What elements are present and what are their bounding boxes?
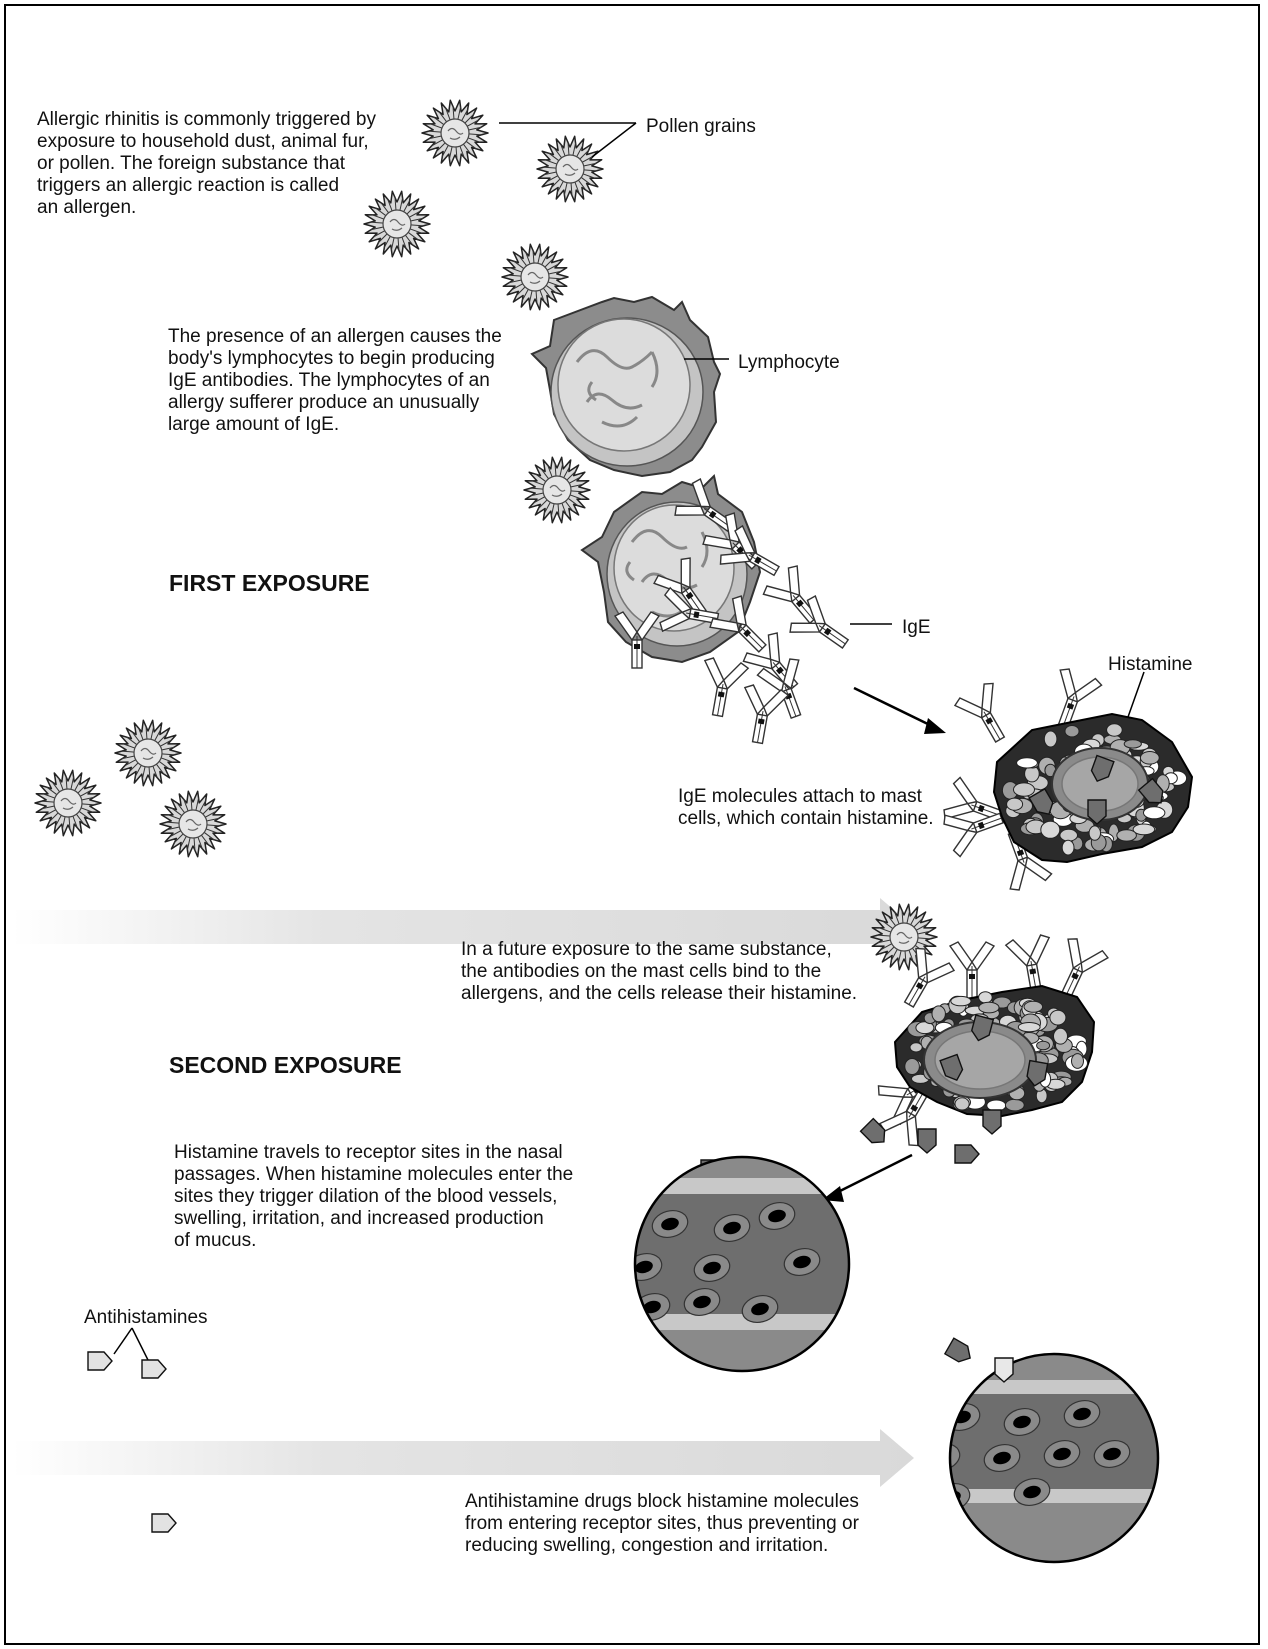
histamine-molecule — [939, 1053, 964, 1082]
antihistamine-text: Antihistamine drugs block histamine mole… — [465, 1491, 859, 1556]
arrow-to-mast-cell — [853, 686, 946, 734]
antihistamine-molecule — [994, 1357, 1014, 1383]
future-exposure-text: In a future exposure to the same substan… — [461, 939, 858, 1004]
ige-antibody — [674, 478, 735, 532]
antihistamine-pointer-1 — [113, 1327, 133, 1355]
antihistamine-molecule — [141, 1359, 167, 1379]
first-exposure-arrow — [12, 898, 914, 956]
histamine-text: Histamine travels to receptor sites in t… — [174, 1142, 574, 1251]
arrow-to-receptor — [822, 1153, 913, 1202]
receptor-site-histamine — [633, 1155, 851, 1373]
histamine-molecule — [943, 1337, 971, 1363]
pollen-grains-label: Pollen grains — [646, 116, 756, 137]
ige-label: IgE — [902, 617, 931, 638]
receptor-site-blocked — [948, 1352, 1160, 1564]
ige-antibody — [743, 684, 790, 745]
histamine-molecule — [1028, 787, 1054, 815]
pollen-grain — [34, 769, 102, 837]
antihistamine-molecule — [151, 1513, 177, 1533]
ige-antibody — [1057, 668, 1103, 730]
ige-antibody — [948, 941, 996, 999]
lymphocyte-producing-ige — [580, 474, 762, 664]
intro-text: Allergic rhinitis is commonly triggered … — [37, 109, 376, 218]
diagram-artwork — [12, 99, 1194, 1564]
histamine-molecule — [917, 1128, 937, 1154]
ige-antibody — [613, 611, 661, 669]
antihistamines-label: Antihistamines — [84, 1307, 208, 1328]
diagram-frame: Allergic rhinitis is commonly triggered … — [4, 4, 1260, 1645]
histamine-molecule — [1026, 1059, 1049, 1087]
mast-cell-text: IgE molecules attach to mast cells, whic… — [678, 786, 934, 829]
pollen-grain — [536, 135, 604, 203]
antihistamine-pointer-2 — [131, 1327, 151, 1365]
ige-antibody — [943, 812, 1005, 858]
histamine-molecule — [859, 1117, 886, 1144]
histamine-label: Histamine — [1108, 654, 1193, 675]
pollen-grain — [159, 790, 227, 858]
pollen-pointer-2 — [591, 122, 637, 158]
first-exposure-heading: FIRST EXPOSURE — [169, 570, 370, 596]
lymphocyte-cell — [530, 295, 722, 478]
ige-antibody — [653, 557, 707, 618]
ige-antibody — [762, 565, 819, 625]
lymphocyte-label: Lymphocyte — [738, 352, 840, 373]
second-exposure-heading: SECOND EXPOSURE — [169, 1052, 402, 1078]
ige-antibody — [719, 524, 780, 577]
pollen-grain — [501, 243, 569, 311]
pollen-grain — [114, 719, 182, 787]
histamine-molecule — [1087, 799, 1107, 825]
pollen-grain — [363, 190, 431, 258]
histamine-molecule — [970, 1014, 995, 1042]
histamine-molecule — [954, 1144, 980, 1164]
lymphocyte-text: The presence of an allergen causes the b… — [168, 326, 502, 435]
histamine-molecule — [1090, 754, 1115, 783]
ige-antibody — [789, 595, 850, 649]
second-exposure-arrow — [12, 1429, 914, 1487]
ige-antibody — [709, 595, 767, 653]
histamine-molecule — [1137, 777, 1164, 804]
histamine-molecule — [982, 1109, 1002, 1135]
pollen-grain — [523, 456, 591, 524]
ige-antibody — [703, 657, 750, 718]
ige-antibody — [1060, 938, 1109, 999]
mast-cell-first — [992, 712, 1194, 864]
ige-antibody — [659, 586, 720, 633]
pollen-grain — [421, 99, 489, 167]
antihistamine-molecule — [87, 1351, 113, 1371]
ige-antibody — [903, 947, 956, 1008]
ige-antibody — [953, 682, 1006, 743]
